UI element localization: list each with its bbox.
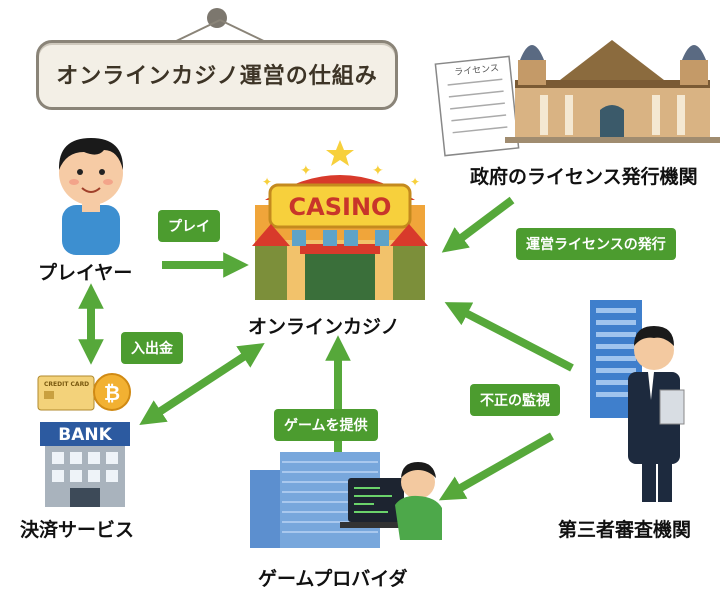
payment-services-icon: CREDIT CARD ₿ BANK bbox=[37, 373, 131, 507]
player-label: プレイヤー bbox=[38, 262, 133, 284]
arrow-auditor-to-casino bbox=[444, 302, 574, 372]
player-icon bbox=[58, 138, 124, 255]
casino-sign-text: CASINO bbox=[289, 193, 392, 221]
deposit-tag: 入出金 bbox=[121, 332, 183, 364]
play-tag: プレイ bbox=[158, 210, 220, 242]
payment-label: 決済サービス bbox=[20, 519, 135, 541]
svg-text:✦: ✦ bbox=[262, 175, 272, 189]
auditor-label: 第三者審査機関 bbox=[558, 519, 692, 541]
svg-text:₿: ₿ bbox=[104, 381, 120, 405]
arrow-auditor-to-provider bbox=[438, 432, 554, 501]
license-doc-label: ライセンス bbox=[454, 63, 500, 79]
fraud-monitoring-tag: 不正の監視 bbox=[470, 384, 560, 416]
provide-games-tag: ゲームを提供 bbox=[274, 409, 378, 441]
svg-text:✦: ✦ bbox=[300, 163, 312, 179]
svg-text:✦: ✦ bbox=[372, 163, 384, 179]
arrow-payment-casino bbox=[139, 342, 265, 426]
government-building-icon: ライセンス bbox=[434, 40, 720, 157]
diagram-arrows bbox=[78, 196, 574, 501]
government-label: 政府のライセンス発行機関 bbox=[470, 166, 698, 188]
arrow-government-to-casino bbox=[441, 196, 515, 253]
casino-label: オンラインカジノ bbox=[248, 316, 400, 338]
game-provider-icon bbox=[250, 452, 442, 548]
page-title: オンラインカジノ運営の仕組み bbox=[56, 64, 378, 89]
credit-card-label: CREDIT CARD bbox=[44, 381, 89, 388]
casino-building-icon: CASINO ✦ ✦ ✦ ✦ bbox=[252, 140, 428, 300]
auditor-icon bbox=[590, 300, 685, 502]
provider-label: ゲームプロバイダ bbox=[258, 568, 408, 590]
title-board: オンラインカジノ運営の仕組み bbox=[36, 40, 398, 110]
issue-license-tag: 運営ライセンスの発行 bbox=[516, 228, 676, 260]
bank-sign-text: BANK bbox=[58, 425, 112, 445]
svg-text:✦: ✦ bbox=[410, 175, 420, 189]
